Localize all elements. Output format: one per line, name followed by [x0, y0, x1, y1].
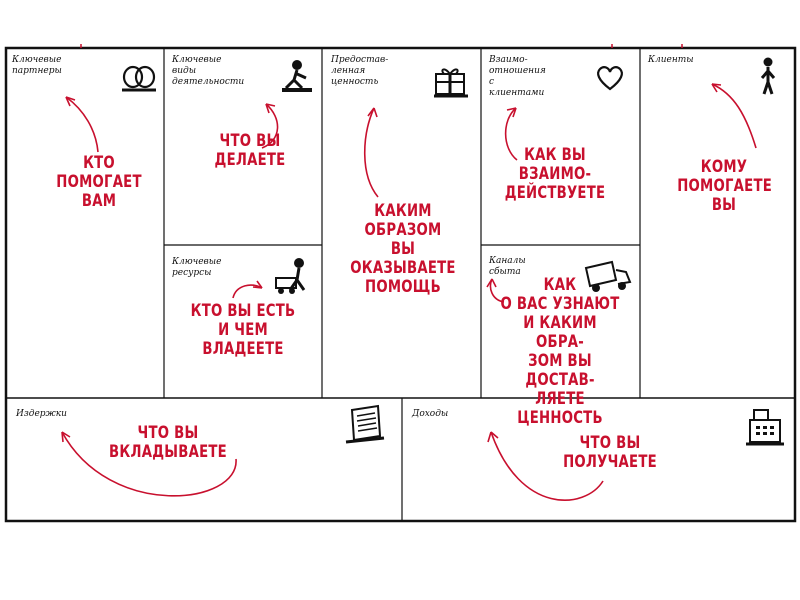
block-note: КАК О ВАС УЗНАЮТ И КАКИМ ОБРА- ЗОМ ВЫ ДО… — [498, 276, 623, 428]
block-note: КАКИМ ОБРАЗОМ ВЫ ОКАЗЫВАЕТЕ ПОМОЩЬ — [337, 202, 470, 297]
block-note: КАК ВЫ ВЗАИМО- ДЕЙСТВУЕТЕ — [504, 146, 605, 203]
person-icon — [756, 56, 780, 96]
block-note: ЧТО ВЫ ПОЛУЧАЕТЕ — [555, 434, 664, 472]
rings-icon — [118, 60, 160, 94]
cash-register-icon — [744, 404, 786, 448]
heart-icon — [594, 64, 626, 92]
block-label: Каналы сбыта — [489, 256, 526, 278]
block-note: КТО ПОМОГАЕТ ВАМ — [56, 154, 142, 211]
block-label: Взаимо- отношения с клиентами — [489, 55, 546, 99]
block-label: Ключевые виды деятельности — [172, 55, 244, 88]
receipt-icon — [344, 404, 386, 444]
block-label: Ключевые ресурсы — [172, 257, 221, 279]
gift-icon — [432, 62, 470, 98]
block-note: ЧТО ВЫ ДЕЛАЕТЕ — [211, 132, 289, 170]
block-label: Доходы — [412, 409, 448, 420]
block-label: Ключевые партнеры — [12, 55, 62, 77]
worker-icon — [278, 58, 316, 94]
block-note: КОМУ ПОМОГАЕТЕ ВЫ — [677, 158, 771, 215]
block-note: ЧТО ВЫ ВКЛАДЫВАЕТЕ — [106, 424, 231, 462]
worker-cart-icon — [272, 256, 314, 296]
block-label: Предостав- ленная ценность — [331, 55, 388, 88]
block-label: Клиенты — [648, 55, 694, 66]
block-label: Издержки — [16, 409, 67, 420]
block-note: КТО ВЫ ЕСТЬ И ЧЕМ ВЛАДЕЕТЕ — [185, 302, 302, 359]
